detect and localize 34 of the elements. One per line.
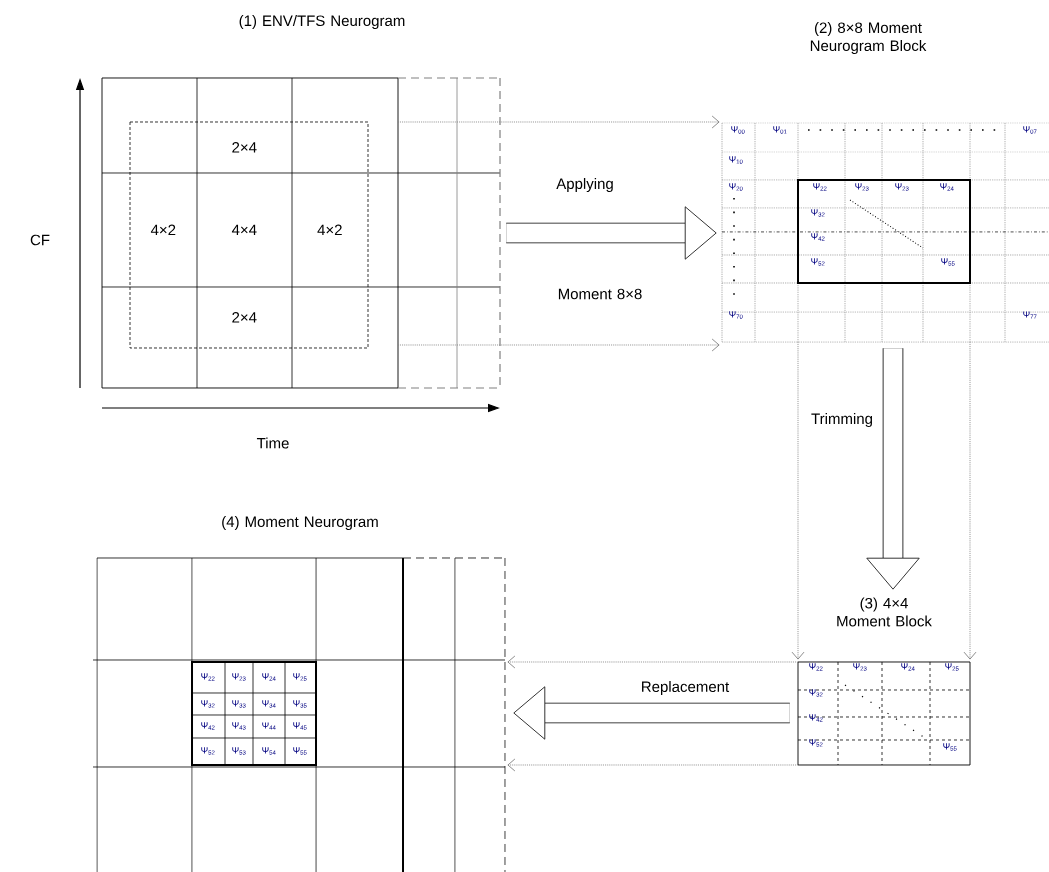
arrow [397, 338, 720, 352]
matrix-entry: Ψ$_{23}$ [853, 663, 867, 671]
matrix-entry: Ψ$_{01}$ [773, 126, 787, 134]
arrow [513, 686, 790, 740]
panel-heading: (3) 4×4 Moment Block [837, 597, 932, 627]
axis-label: CF [30, 234, 50, 246]
matrix-entry: Ψ$_{77}$ [1023, 311, 1037, 319]
matrix-entry: Ψ$_{20}$ [729, 183, 743, 191]
matrix-entry: Ψ$_{24}$ [901, 663, 915, 671]
matrix-entry: Ψ$_{07}$ [1023, 126, 1037, 134]
panel-heading: (2) 8×8 Moment Neurogram Block [810, 22, 927, 54]
panel-heading: (4) Moment Neurogram [222, 516, 378, 530]
arrow [397, 115, 720, 129]
arrow-caption: Moment 8×8 [558, 288, 642, 300]
matrix-entry: Ψ$_{00}$ [731, 126, 745, 134]
matrix-entry: Ψ$_{55}$ [943, 743, 957, 751]
matrix-entry: Ψ$_{70}$ [729, 311, 743, 319]
matrix-entry: Ψ$_{25}$ [945, 663, 959, 671]
edge-label: Applying [555, 177, 615, 193]
arrow [506, 206, 717, 260]
matrix-entry: Ψ$_{32}$ [809, 689, 823, 697]
matrix-entry: Ψ$_{52}$ [809, 739, 823, 747]
matrix-entry: Ψ$_{22}$ [809, 663, 823, 671]
arrow [866, 348, 920, 590]
matrix-entry: Ψ$_{10}$ [729, 156, 743, 164]
edge-label: Trimming [810, 412, 874, 428]
axis-label: Time [256, 437, 289, 449]
matrix-entry: Ψ$_{42}$ [809, 714, 823, 722]
edge-label: Replacement [639, 680, 731, 696]
arrow [791, 341, 805, 660]
arrow [507, 655, 799, 669]
arrow [963, 341, 977, 660]
panel-heading: (1) ENV/TFS Neurogram [239, 15, 405, 29]
arrow [507, 758, 799, 772]
